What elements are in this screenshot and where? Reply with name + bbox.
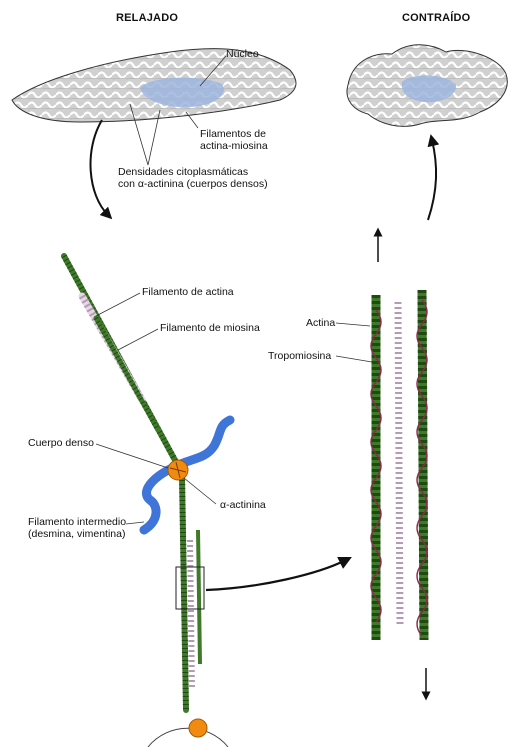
actin-filament-label: Filamento de actina bbox=[142, 286, 234, 298]
densities-label-line2: con α-actinina (cuerpos densos) bbox=[118, 178, 268, 190]
alpha-actinin-label: α-actinina bbox=[220, 499, 266, 511]
tropomyosin-label-leader bbox=[336, 356, 372, 362]
contracted-cell bbox=[347, 45, 507, 127]
membrane-dense-body bbox=[189, 719, 207, 737]
alpha-actinin-leader bbox=[184, 478, 216, 504]
actin-myosin-label-line2: actina-miosina bbox=[200, 140, 268, 152]
relaxed-down-arrow bbox=[91, 120, 108, 215]
myosin-filament-label: Filamento de miosina bbox=[160, 322, 260, 334]
actin-vertical-filament-2 bbox=[198, 530, 200, 664]
contracted-up-arrow bbox=[428, 140, 436, 220]
intermediate-leader bbox=[126, 522, 144, 524]
zoom-arrow bbox=[206, 560, 346, 590]
actin-label-leader bbox=[336, 323, 370, 326]
actin-filament-leader bbox=[96, 293, 140, 316]
nucleus-label: Núcleo bbox=[226, 48, 259, 60]
contracted-heading: CONTRAÍDO bbox=[402, 12, 470, 24]
actin-myosin-label-line1: Filamentos de bbox=[200, 128, 266, 140]
contracted-myosin-center bbox=[398, 302, 400, 626]
myosin-vertical-filament bbox=[190, 540, 192, 688]
myosin-filament-leader bbox=[118, 329, 158, 350]
relaxed-heading: RELAJADO bbox=[116, 12, 178, 24]
contracted-filaments bbox=[336, 290, 427, 640]
dense-body-label: Cuerpo denso bbox=[28, 437, 94, 449]
membrane-curve bbox=[148, 728, 228, 747]
intermediate-filament-label-line2: (desmina, vimentina) bbox=[28, 528, 125, 540]
intermediate-filament-label-line1: Filamento intermedio bbox=[28, 516, 126, 528]
actin-label: Actina bbox=[306, 317, 335, 329]
dense-body-leader bbox=[96, 444, 168, 468]
densities-label-line1: Densidades citoplasmáticas bbox=[118, 166, 248, 178]
tropomyosin-label: Tropomiosina bbox=[268, 350, 331, 362]
